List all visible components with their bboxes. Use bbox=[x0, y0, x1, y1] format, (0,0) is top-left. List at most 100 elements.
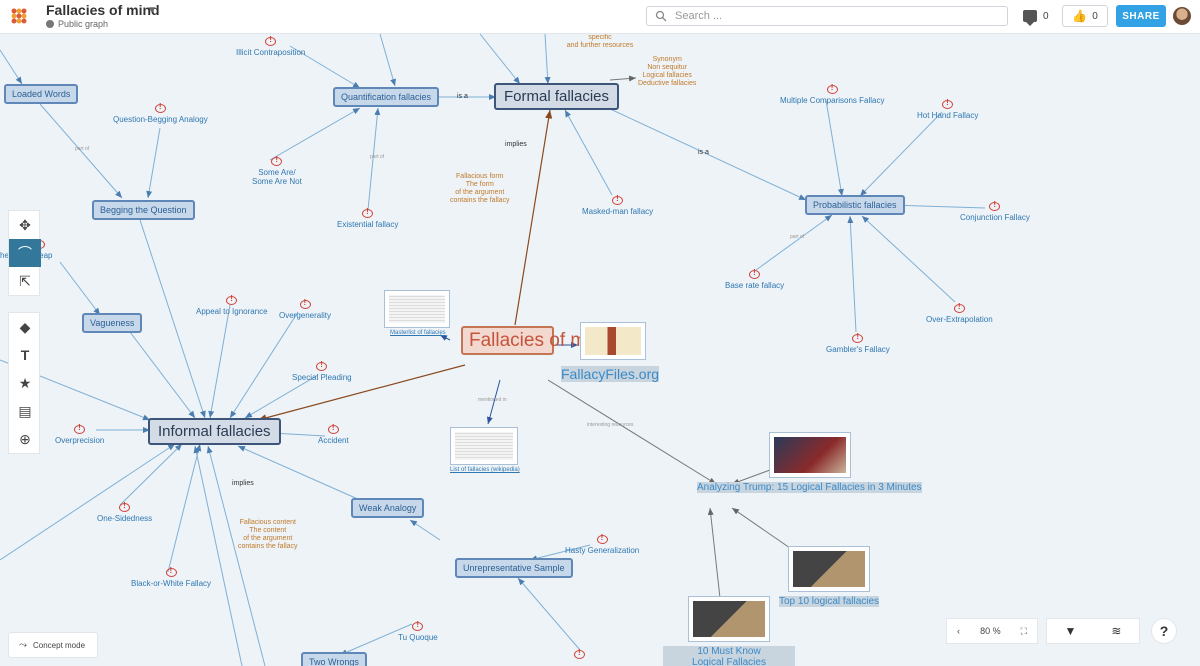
concept-mode-button[interactable]: ⤳ Concept mode bbox=[8, 632, 98, 658]
leaf-appeal-to-ignorance[interactable]: Appeal to Ignorance bbox=[196, 294, 268, 316]
comments-button[interactable]: 0 bbox=[1023, 7, 1049, 26]
warning-icon bbox=[596, 533, 608, 544]
share-button[interactable]: SHARE bbox=[1116, 5, 1166, 27]
filter-icon[interactable]: ▼ bbox=[1064, 624, 1077, 638]
leaf-special-pleading[interactable]: Special Pleading bbox=[292, 360, 352, 382]
help-button[interactable]: ? bbox=[1151, 618, 1177, 644]
node-vagueness[interactable]: Vagueness bbox=[82, 313, 143, 333]
must-know-video-thumbnail[interactable] bbox=[688, 596, 770, 642]
edge-label: is a bbox=[698, 149, 709, 156]
thumbs-up-icon: 👍 bbox=[1072, 9, 1088, 23]
globe-icon bbox=[46, 20, 54, 28]
warning-icon bbox=[154, 102, 166, 113]
synonym-note: Synonym Non sequitur Logical fallacies D… bbox=[638, 56, 696, 88]
leaf-some-are[interactable]: Some Are/Some Are Not bbox=[252, 155, 302, 186]
leaf-existential-fallacy[interactable]: Existential fallacy bbox=[337, 207, 398, 229]
likes-count: 0 bbox=[1092, 10, 1098, 22]
fallacyfiles-thumbnail[interactable] bbox=[580, 322, 646, 360]
app-logo-icon[interactable] bbox=[10, 7, 28, 25]
fit-screen-icon[interactable]: ⛶ bbox=[1020, 625, 1027, 636]
select-tool-icon[interactable]: ⇱ bbox=[19, 272, 31, 289]
leaf-conjunction-fallacy[interactable]: Conjunction Fallacy bbox=[960, 200, 1030, 222]
warning-icon bbox=[316, 360, 328, 371]
leaf-label: Question-Begging Analogy bbox=[113, 115, 208, 124]
layers-icon[interactable]: ≋ bbox=[1111, 624, 1122, 638]
edge-label: interesting resources bbox=[587, 422, 634, 428]
insert-toolbar: ◆ T ★ ▤ ⊕ bbox=[8, 312, 40, 454]
leaf-accident[interactable]: Accident bbox=[318, 423, 349, 445]
move-tool-icon[interactable]: ✥ bbox=[19, 216, 31, 233]
warning-icon bbox=[412, 620, 424, 631]
leaf-bottom-fallacy[interactable] bbox=[574, 648, 585, 661]
like-button[interactable]: 👍 0 bbox=[1062, 5, 1108, 27]
leaf-one-sidedness[interactable]: One-Sidedness bbox=[97, 501, 152, 523]
leaf-hot-hand-fallacy[interactable]: Hot Hand Fallacy bbox=[917, 98, 978, 120]
leaf-tu-quoque[interactable]: Tu Quoque bbox=[398, 620, 438, 642]
edge-label: implies bbox=[232, 480, 254, 487]
node-quantification-fallacies[interactable]: Quantification fallacies bbox=[333, 87, 440, 107]
masterlist-thumbnail[interactable] bbox=[384, 290, 450, 328]
leaf-label: Some Are Not bbox=[252, 177, 302, 186]
top10-video-thumbnail[interactable] bbox=[788, 546, 870, 592]
graph-title[interactable]: Fallacies of mind bbox=[46, 2, 160, 18]
leaf-label: Hasty Generalization bbox=[565, 546, 640, 555]
node-probabilistic-fallacies[interactable]: Probabilistic fallacies bbox=[805, 195, 905, 215]
star-icon[interactable]: ★ bbox=[18, 374, 32, 391]
node-central-fallacies-of-mind[interactable]: Fallacies of mind bbox=[461, 326, 612, 355]
leaf-label: Masked-man fallacy bbox=[582, 207, 654, 216]
leaf-masked-man-fallacy[interactable]: Masked-man fallacy bbox=[582, 194, 654, 216]
edge-label: mentioned in bbox=[478, 397, 507, 403]
leaf-label: Gambler's Fallacy bbox=[826, 345, 890, 354]
media-icon[interactable]: ▤ bbox=[18, 402, 32, 419]
fallacyfiles-link[interactable]: FallacyFiles.org bbox=[561, 366, 660, 382]
note-line: Logical fallacies bbox=[642, 72, 692, 79]
trump-video-thumbnail[interactable] bbox=[769, 432, 851, 478]
leaf-label: Tu Quoque bbox=[398, 633, 438, 642]
note-line: The form bbox=[465, 181, 494, 188]
node-formal-fallacies[interactable]: Formal fallacies bbox=[494, 83, 620, 110]
title-dropdown-icon[interactable]: ▼ bbox=[147, 5, 157, 16]
wikipedia-link[interactable]: List of fallacies (wikipedia) bbox=[450, 467, 520, 473]
leaf-multiple-comparisons[interactable]: Multiple Comparisons Fallacy bbox=[780, 83, 884, 105]
leaf-base-rate-fallacy[interactable]: Base rate fallacy bbox=[725, 268, 784, 290]
note-line: of the argument bbox=[243, 535, 293, 542]
text-icon[interactable]: T bbox=[20, 347, 30, 363]
node-weak-analogy[interactable]: Weak Analogy bbox=[351, 498, 425, 518]
leaf-overprecision[interactable]: Overprecision bbox=[55, 423, 104, 445]
must-know-video-link[interactable]: 10 Must Know Logical Fallacies bbox=[663, 646, 795, 666]
navigation-toolbar: ✥ ⌒ ⇱ bbox=[8, 210, 41, 296]
leaf-over-extrapolation[interactable]: Over-Extrapolation bbox=[926, 302, 993, 324]
add-icon[interactable]: ⊕ bbox=[19, 430, 31, 447]
connect-tool-icon[interactable]: ⌒ bbox=[9, 239, 41, 267]
avatar[interactable] bbox=[1173, 7, 1191, 25]
note-line: Deductive fallacies bbox=[638, 80, 697, 87]
trump-video-link[interactable]: Analyzing Trump: 15 Logical Fallacies in… bbox=[697, 482, 922, 493]
specific-resources-note: specific and further resources bbox=[0, 34, 1200, 50]
node-unrepresentative-sample[interactable]: Unrepresentative Sample bbox=[455, 558, 573, 578]
fallacious-form-note: Fallacious form The form of the argument… bbox=[450, 173, 510, 205]
comments-count: 0 bbox=[1043, 10, 1049, 22]
shapes-icon[interactable]: ◆ bbox=[19, 318, 31, 335]
top-bar: Fallacies of mind ▼ Public graph Search … bbox=[0, 0, 1200, 34]
node-two-wrongs[interactable]: Two Wrongs bbox=[301, 652, 367, 666]
node-loaded-words[interactable]: Loaded Words bbox=[4, 84, 79, 104]
leaf-illicit-contraposition[interactable]: Illicit Contraposition bbox=[236, 35, 305, 57]
node-informal-fallacies[interactable]: Informal fallacies bbox=[148, 418, 281, 445]
node-begging-the-question[interactable]: Begging the Question bbox=[92, 200, 195, 220]
leaf-hasty-generalization[interactable]: Hasty Generalization bbox=[565, 533, 640, 555]
wikipedia-thumbnail[interactable] bbox=[450, 427, 518, 465]
masterlist-link[interactable]: Masterlist of fallacies bbox=[390, 330, 446, 336]
graph-canvas[interactable]: is a is a implies implies mentioned in i… bbox=[0, 34, 1200, 666]
leaf-gamblers-fallacy[interactable]: Gambler's Fallacy bbox=[826, 332, 890, 354]
leaf-label: Overgenerality bbox=[279, 311, 332, 320]
leaf-black-or-white[interactable]: Black-or-White Fallacy bbox=[131, 566, 211, 588]
top10-video-link[interactable]: Top 10 logical fallacies bbox=[779, 596, 880, 607]
warning-icon bbox=[574, 648, 585, 659]
warning-icon bbox=[327, 423, 339, 434]
leaf-question-begging-analogy[interactable]: Question-Begging Analogy bbox=[113, 102, 208, 124]
search-input[interactable]: Search ... bbox=[646, 6, 1008, 26]
edge-label: part of bbox=[75, 146, 90, 152]
zoom-out-icon[interactable]: ‹ bbox=[957, 626, 961, 636]
leaf-overgenerality[interactable]: Overgenerality bbox=[279, 298, 332, 320]
search-placeholder: Search ... bbox=[675, 10, 723, 22]
